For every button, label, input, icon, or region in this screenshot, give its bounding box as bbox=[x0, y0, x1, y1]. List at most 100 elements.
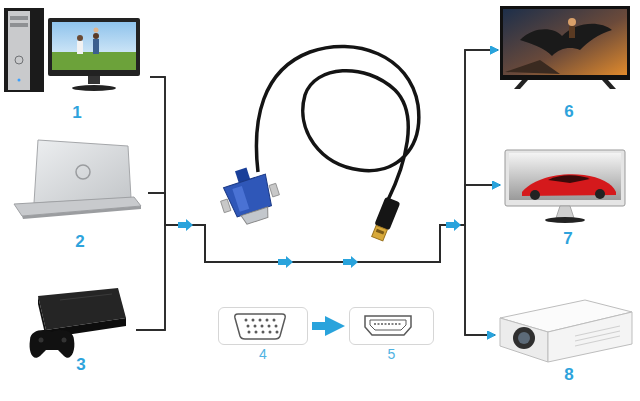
television bbox=[505, 60, 560, 74]
device-node: 7 bbox=[500, 145, 636, 250]
port-box: 5 bbox=[349, 307, 434, 345]
signal-line bbox=[148, 50, 498, 262]
vga-port-icon bbox=[269, 331, 272, 334]
desktop-pc bbox=[77, 41, 83, 54]
game-console bbox=[39, 338, 44, 343]
vga-hdmi-cable bbox=[232, 186, 249, 212]
desktop-pc bbox=[72, 85, 116, 91]
monitor bbox=[530, 190, 540, 200]
projector bbox=[575, 331, 620, 341]
game-console bbox=[30, 330, 75, 358]
laptop bbox=[76, 165, 90, 179]
game-console bbox=[30, 288, 126, 358]
callout-number: 3 bbox=[26, 355, 136, 374]
monitor bbox=[545, 217, 585, 223]
vga-hdmi-cable bbox=[370, 197, 401, 242]
vga-port-icon bbox=[275, 325, 278, 328]
vga-port-icon bbox=[252, 319, 255, 322]
desktop-pc bbox=[8, 11, 30, 90]
flow-arrow bbox=[343, 256, 358, 268]
vga-port-icon bbox=[248, 331, 251, 334]
vga-hdmi-cable bbox=[372, 225, 388, 241]
signal-line bbox=[150, 77, 495, 335]
device-node: 6 bbox=[498, 3, 640, 123]
projector bbox=[575, 326, 620, 336]
desktop-pc bbox=[4, 8, 140, 92]
desktop-pc bbox=[52, 22, 136, 70]
callout-number: 7 bbox=[500, 229, 636, 248]
desktop-pc bbox=[10, 23, 28, 27]
vga-port-icon bbox=[255, 331, 258, 334]
desktop-pc bbox=[10, 16, 28, 20]
television bbox=[568, 18, 576, 26]
desktop-pc bbox=[94, 28, 99, 33]
flow-arrow bbox=[178, 219, 193, 231]
signal-line bbox=[136, 50, 498, 330]
vga-hdmi-cable bbox=[256, 46, 418, 200]
flow-arrow bbox=[178, 219, 461, 268]
callout-number: 4 bbox=[219, 346, 307, 362]
desktop-pc bbox=[93, 39, 99, 54]
projector bbox=[518, 332, 530, 344]
device-node: 1 bbox=[4, 2, 150, 124]
vga-port-icon bbox=[276, 331, 279, 334]
monitor bbox=[595, 189, 605, 199]
game-console bbox=[60, 294, 112, 300]
vga-port-icon bbox=[261, 325, 264, 328]
desktop-pc bbox=[77, 35, 83, 41]
television bbox=[503, 9, 627, 75]
desktop-pc bbox=[88, 76, 100, 84]
device-node: 8 bbox=[495, 296, 640, 386]
laptop bbox=[34, 140, 131, 203]
monitor bbox=[505, 150, 625, 223]
projector bbox=[500, 300, 632, 362]
signal-line bbox=[150, 77, 500, 262]
callout-number: 5 bbox=[350, 346, 433, 362]
projector bbox=[548, 312, 632, 362]
flow-arrow bbox=[278, 256, 293, 268]
hdmi-port-icon bbox=[374, 323, 402, 325]
vga-port-icon bbox=[245, 319, 279, 334]
monitor bbox=[556, 206, 574, 218]
signal-line bbox=[150, 50, 498, 262]
desktop-pc bbox=[93, 33, 99, 39]
projector bbox=[513, 327, 535, 349]
vga-hdmi-cable bbox=[213, 46, 419, 241]
vga-hdmi-cable bbox=[221, 199, 231, 213]
television bbox=[514, 80, 528, 89]
television bbox=[500, 6, 630, 89]
device-node: 3 bbox=[26, 284, 136, 376]
vga-port-icon bbox=[262, 331, 265, 334]
monitor bbox=[509, 153, 621, 200]
vga-port-icon bbox=[259, 319, 262, 322]
desktop-pc bbox=[4, 8, 44, 92]
vga-hdmi-cable bbox=[374, 197, 400, 231]
signal-line bbox=[148, 185, 500, 262]
projector bbox=[575, 336, 620, 346]
signal-line bbox=[136, 225, 495, 335]
desktop-pc bbox=[48, 18, 140, 76]
vga-hdmi-cable bbox=[213, 161, 285, 230]
vga-port-icon bbox=[235, 314, 285, 339]
signal-line bbox=[136, 185, 500, 330]
vga-port-icon bbox=[245, 319, 248, 322]
hdmi-port-icon bbox=[365, 316, 411, 335]
vga-port-icon bbox=[247, 325, 250, 328]
device-node: 2 bbox=[12, 132, 148, 253]
vga-port-icon bbox=[266, 319, 269, 322]
vga-hdmi-cable bbox=[241, 207, 271, 225]
callout-number: 8 bbox=[495, 365, 640, 384]
laptop bbox=[14, 140, 141, 219]
television bbox=[602, 80, 616, 89]
desktop-pc bbox=[15, 56, 23, 64]
game-console bbox=[62, 338, 67, 343]
hdmi-port-icon bbox=[370, 320, 406, 330]
vga-port-icon bbox=[268, 325, 271, 328]
callout-number: 6 bbox=[498, 102, 640, 121]
callout-number: 2 bbox=[12, 232, 148, 251]
monitor bbox=[505, 150, 625, 206]
signal-line bbox=[148, 193, 495, 335]
